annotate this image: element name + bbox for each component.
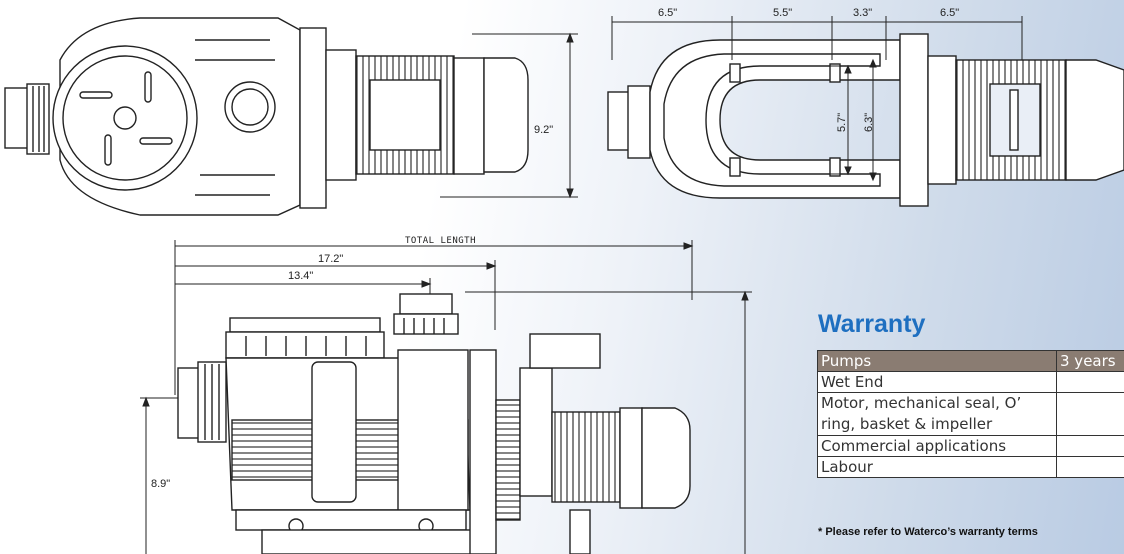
dim-6-5-left: 6.5" — [658, 7, 677, 19]
length-dimensions — [140, 240, 752, 554]
dim-3-3: 3.3" — [853, 7, 872, 19]
row-motor-value — [1056, 392, 1124, 436]
base-view-drawing — [607, 33, 1124, 207]
table-row: Motor, mechanical seal, O’ ring, basket … — [817, 392, 1124, 436]
row-wet-end-value — [1056, 371, 1124, 393]
row-commercial: Commercial applications — [817, 435, 1057, 457]
table-row: Wet End — [817, 371, 1124, 393]
dim-6-3: 6.3" — [863, 113, 875, 132]
dimension-9-2 — [440, 32, 578, 199]
header-years: 3 years — [1056, 350, 1124, 372]
dim-8-9: 8.9" — [151, 478, 170, 490]
table-row: Commercial applications — [817, 435, 1124, 457]
dim-17-2: 17.2" — [318, 253, 343, 265]
dim-5-7: 5.7" — [836, 113, 848, 132]
row-commercial-value — [1056, 435, 1124, 457]
row-motor: Motor, mechanical seal, O’ ring, basket … — [817, 392, 1057, 436]
warranty-table: Pumps 3 years Wet End Motor, mechanical … — [817, 350, 1124, 478]
warranty-footnote: * Please refer to Waterco’s warranty ter… — [818, 526, 1038, 538]
dim-9-2-label: 9.2" — [534, 124, 553, 136]
row-labour: Labour — [817, 456, 1057, 478]
top-view-drawing — [4, 17, 529, 216]
dim-13-4: 13.4" — [288, 270, 313, 282]
total-length-label: TOTAL LENGTH — [405, 236, 476, 246]
dim-5-5: 5.5" — [773, 7, 792, 19]
table-header-row: Pumps 3 years — [817, 350, 1124, 372]
base-view-dimensions — [611, 16, 1023, 182]
header-pumps: Pumps — [817, 350, 1057, 372]
row-labour-value — [1056, 456, 1124, 478]
warranty-title: Warranty — [818, 310, 926, 338]
table-row: Labour — [817, 456, 1124, 478]
row-wet-end: Wet End — [817, 371, 1057, 393]
side-view-drawing — [177, 293, 691, 554]
dim-6-5-right: 6.5" — [940, 7, 959, 19]
